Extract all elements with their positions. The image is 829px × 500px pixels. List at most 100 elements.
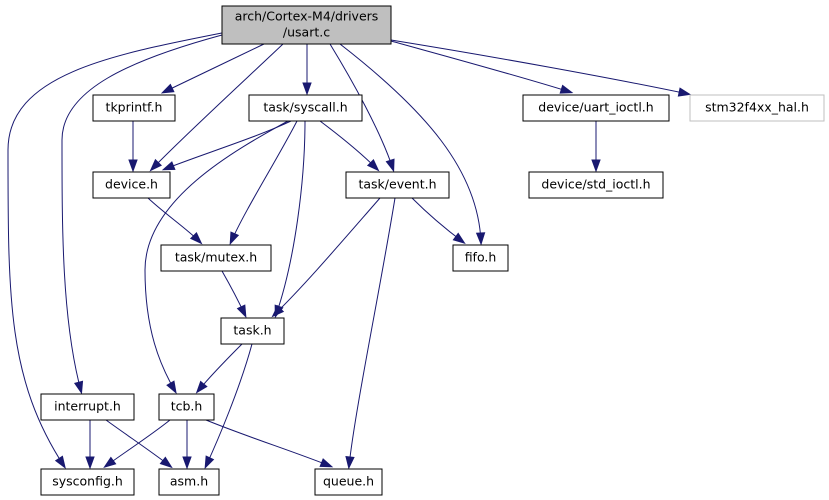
edge-tcb-to-sysconfig — [103, 419, 171, 469]
edge-task-to-asm — [204, 343, 253, 470]
edge-event-to-task — [271, 197, 381, 318]
edge-root-to-tkprintf — [160, 43, 265, 94]
node-box — [160, 244, 272, 272]
edge-arrowhead — [159, 456, 173, 469]
node-task[interactable]: task.h — [220, 317, 285, 345]
edge-arrowhead — [103, 456, 117, 469]
node-label: stm32f4xx_hal.h — [705, 100, 809, 115]
edge-tkprintf-to-device — [128, 121, 138, 173]
edge-arrowhead — [475, 232, 486, 246]
edge-line — [205, 419, 331, 467]
node-label: arch/Cortex-M4/drivers — [235, 9, 379, 24]
node-box — [92, 171, 171, 199]
edge-uart_ioctl-to-std_ioctl — [591, 120, 601, 173]
node-label: device/std_ioctl.h — [541, 177, 650, 192]
edge-arrowhead — [85, 456, 95, 470]
edge-line — [164, 120, 292, 170]
edge-line — [230, 120, 298, 243]
node-box — [40, 393, 135, 421]
node-label: sysconfig.h — [52, 474, 123, 489]
edge-root-to-fifo — [339, 43, 486, 246]
node-label: device.h — [105, 177, 158, 192]
node-queue[interactable]: queue.h — [314, 468, 383, 496]
nodes-layer: arch/Cortex-M4/drivers/usart.c tkprintf.h… — [40, 5, 825, 496]
edge-syscall-to-device — [161, 120, 292, 171]
edge-syscall-to-tcb — [144, 120, 289, 394]
node-box — [452, 244, 509, 272]
edge-line — [273, 197, 381, 316]
edge-line — [319, 120, 378, 170]
node-std_ioctl[interactable]: device/std_ioctl.h — [528, 171, 664, 199]
node-tkprintf[interactable]: tkprintf.h — [92, 94, 176, 122]
edge-tcb-to-asm — [182, 419, 192, 470]
node-label: tcb.h — [171, 399, 203, 414]
edge-device-to-mutex — [147, 197, 203, 245]
edge-arrowhead — [189, 231, 203, 245]
edge-root-to-uart_ioctl — [390, 40, 574, 94]
edge-root-to-device — [149, 43, 284, 172]
edge-interrupt-to-asm — [105, 419, 173, 469]
edge-arrowhead — [559, 84, 574, 94]
node-interrupt[interactable]: interrupt.h — [40, 393, 135, 421]
edge-arrowhead — [677, 87, 692, 97]
edge-root-to-sysconfig — [7, 32, 223, 469]
node-root[interactable]: arch/Cortex-M4/drivers/usart.c — [221, 5, 392, 45]
node-fifo[interactable]: fifo.h — [452, 244, 509, 272]
edge-arrowhead — [302, 82, 312, 96]
node-sysconfig[interactable]: sysconfig.h — [40, 468, 135, 496]
node-box — [158, 468, 220, 496]
edge-syscall-to-mutex — [229, 120, 298, 246]
node-event[interactable]: task/event.h — [345, 171, 450, 199]
node-box — [528, 171, 664, 199]
node-box — [220, 317, 285, 345]
edge-event-to-queue — [345, 197, 396, 470]
edge-interrupt-to-sysconfig — [85, 420, 95, 470]
edge-root-to-hal — [390, 39, 692, 97]
node-box — [345, 171, 450, 199]
node-label: tkprintf.h — [106, 100, 163, 115]
edge-arrowhead — [229, 231, 240, 246]
edge-line — [205, 343, 253, 467]
node-label: /usart.c — [283, 25, 330, 40]
node-box — [92, 94, 176, 122]
node-box — [314, 468, 383, 496]
edge-root-to-syscall — [302, 43, 312, 96]
edge-arrowhead — [182, 456, 192, 470]
node-tcb[interactable]: tcb.h — [158, 393, 215, 421]
node-device[interactable]: device.h — [92, 171, 171, 199]
edge-arrowhead — [166, 380, 177, 394]
node-box — [221, 5, 392, 45]
edge-task-to-tcb — [195, 343, 243, 394]
node-mutex[interactable]: task/mutex.h — [160, 244, 272, 272]
node-label: task/event.h — [358, 177, 436, 192]
edge-line — [275, 120, 306, 316]
edge-line — [7, 32, 223, 467]
edge-arrowhead — [195, 380, 208, 394]
node-label: task/mutex.h — [175, 250, 257, 265]
edge-arrowhead — [345, 456, 355, 470]
node-label: interrupt.h — [54, 399, 121, 414]
edge-line — [61, 34, 223, 392]
node-syscall[interactable]: task/syscall.h — [248, 94, 363, 122]
edge-arrowhead — [149, 158, 162, 172]
edges-layer — [7, 32, 692, 470]
edge-line — [411, 197, 464, 243]
node-label: queue.h — [323, 474, 374, 489]
edge-arrowhead — [591, 159, 601, 173]
edge-tcb-to-queue — [205, 419, 334, 468]
edge-line — [147, 197, 201, 243]
node-asm[interactable]: asm.h — [158, 468, 220, 496]
edge-line — [348, 197, 396, 467]
edge-root-to-interrupt — [61, 34, 223, 395]
node-uart_ioctl[interactable]: device/uart_ioctl.h — [522, 94, 670, 122]
edge-syscall-to-event — [319, 120, 380, 172]
node-hal[interactable]: stm32f4xx_hal.h — [689, 94, 825, 122]
edge-arrowhead — [366, 158, 380, 172]
edge-line — [151, 43, 284, 170]
edge-mutex-to-task — [221, 270, 247, 319]
edge-line — [390, 39, 689, 95]
edge-line — [390, 40, 571, 93]
edge-arrowhead — [319, 458, 334, 468]
edge-arrowhead — [128, 159, 138, 173]
